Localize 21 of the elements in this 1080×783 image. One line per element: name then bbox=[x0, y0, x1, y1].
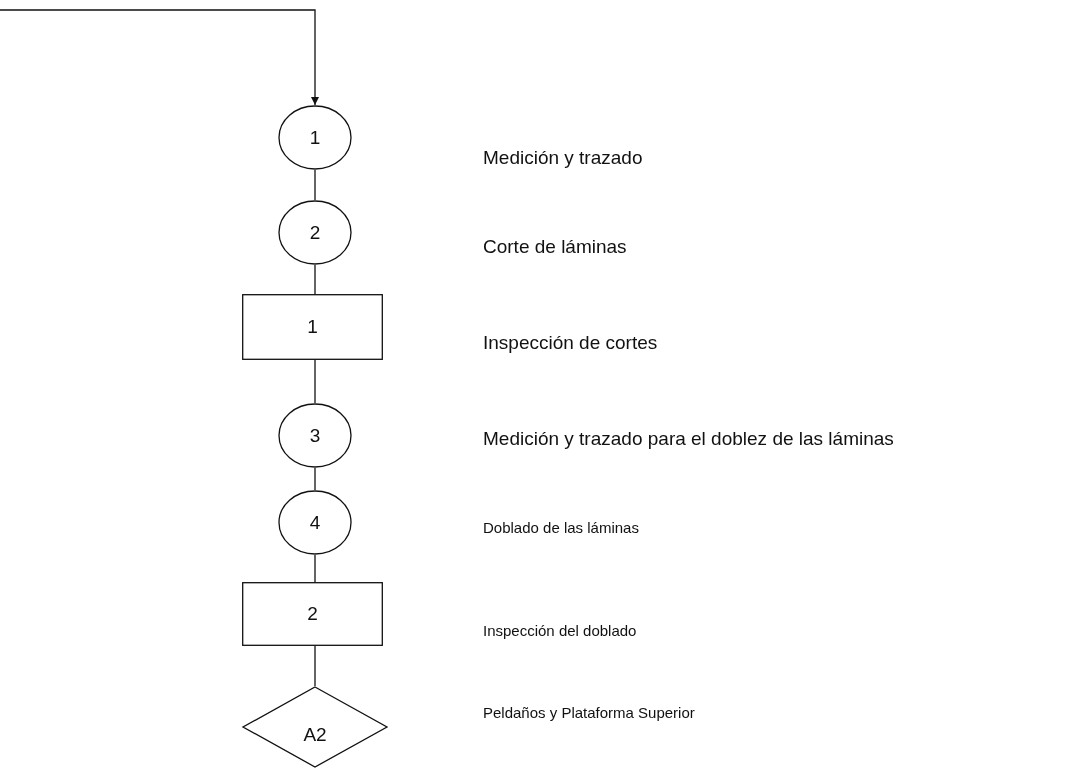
connector-line bbox=[314, 169, 316, 201]
arrow bbox=[0, 9, 319, 106]
step-description: Inspección del doblado bbox=[483, 622, 637, 639]
connector-line bbox=[314, 264, 316, 295]
step-description: Doblado de las láminas bbox=[483, 519, 639, 536]
step-description: Medición y trazado bbox=[483, 147, 643, 169]
connector-line bbox=[314, 554, 316, 583]
step-number: 2 bbox=[309, 221, 321, 244]
step-number: 1 bbox=[307, 316, 318, 338]
step-number: 3 bbox=[309, 424, 321, 447]
connector-line bbox=[314, 467, 316, 491]
step-number: A2 bbox=[303, 724, 327, 746]
step-number: 4 bbox=[309, 511, 321, 534]
step-number: 2 bbox=[307, 603, 318, 625]
step-description: Medición y trazado para el doblez de las láminas bbox=[483, 428, 894, 450]
step-description: Corte de láminas bbox=[483, 236, 627, 258]
step-number: 1 bbox=[309, 126, 321, 149]
connector-line bbox=[314, 645, 316, 687]
step-description: Peldaños y Plataforma Superior bbox=[483, 704, 695, 721]
connector-line bbox=[314, 359, 316, 404]
step-description: Inspección de cortes bbox=[483, 332, 658, 354]
